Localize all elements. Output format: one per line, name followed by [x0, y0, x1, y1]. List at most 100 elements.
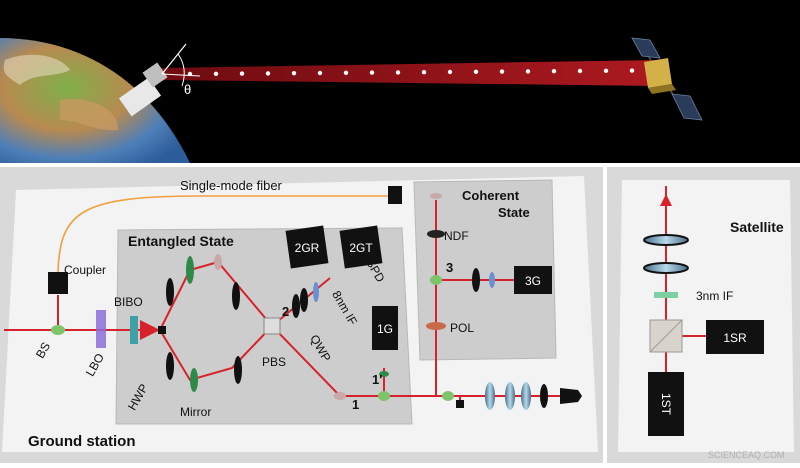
ground-labels: Single-mode fiber Coupler Entangled Stat… — [28, 178, 530, 450]
pbs-label: PBS — [262, 355, 286, 369]
photon-dot — [213, 71, 219, 77]
tele-lens-2 — [505, 382, 515, 410]
photon-dot — [473, 69, 479, 75]
beam-dump — [158, 326, 166, 334]
mirror-label: Mirror — [180, 405, 211, 419]
detector-1sr-label: 1SR — [723, 331, 747, 345]
coupler-label: Coupler — [64, 263, 106, 277]
photon-dot — [421, 70, 427, 75]
bs-path3 — [430, 275, 442, 285]
qwp-lens-2 — [300, 288, 308, 312]
pol-label: POL — [450, 321, 474, 335]
single-mode-fiber — [57, 195, 400, 273]
pbs-cube — [263, 317, 281, 335]
tele-lens-3 — [521, 382, 531, 410]
lens-c — [232, 282, 240, 310]
land-patch — [60, 99, 119, 131]
detector-1g-label: 1G — [377, 322, 393, 336]
photon-dot — [291, 71, 297, 76]
detector-2gt-box — [339, 225, 383, 269]
lens-a — [166, 278, 174, 306]
photon-dot — [447, 69, 453, 75]
photon-dot — [317, 70, 323, 76]
path-2-label: 2 — [282, 304, 289, 319]
coupler-body — [48, 272, 68, 294]
coherent-state-box — [413, 179, 557, 361]
bibo-label: BIBO — [114, 295, 143, 309]
ndf-label: NDF — [444, 229, 469, 243]
angle-arc — [177, 53, 185, 87]
detector-2gt-label: 2GT — [349, 241, 373, 255]
if-filter — [313, 282, 319, 302]
coupler-mirror — [430, 193, 442, 199]
filter-3g — [489, 272, 495, 288]
mirror-path1 — [334, 392, 346, 400]
photon-dot — [265, 71, 271, 76]
tele-lens-4 — [540, 384, 548, 408]
filter-1g — [379, 371, 389, 377]
theta-label: θ — [184, 82, 191, 97]
detector-2gr-label: 2GR — [295, 241, 320, 255]
hwp-plate — [190, 368, 198, 392]
downlink-beam — [160, 60, 660, 86]
detector-2gr-box — [285, 225, 329, 269]
sat-if-filter — [654, 292, 678, 298]
bs-1prime — [378, 391, 390, 401]
photon-dot — [525, 69, 531, 74]
fiber-end — [388, 186, 402, 204]
lbo-crystal — [96, 310, 106, 348]
detector-1st-label: 1ST — [659, 393, 673, 416]
bs-output — [442, 391, 454, 401]
satellite — [631, 37, 703, 121]
sat-pbs-diagonal — [649, 319, 683, 353]
photon-dot — [395, 70, 401, 75]
ground-detectors: 2GR 2GT 1G 3G — [285, 225, 552, 350]
coherent-label-1: Coherent — [462, 188, 520, 203]
cloud-patch — [3, 54, 71, 85]
tele-lens-1 — [485, 382, 495, 410]
qwp-lens-1 — [292, 294, 300, 318]
space-scene: θ — [0, 0, 800, 163]
optics — [48, 186, 582, 410]
lens-b — [166, 352, 174, 380]
ground-station-panel: 2GR 2GT 1G 3G Single-mode fiber Coupler … — [0, 167, 603, 463]
detector-1g-box — [372, 306, 398, 350]
bs-label: BS — [33, 340, 53, 361]
coherent-label-2: State — [498, 205, 530, 220]
detector-1sr-box — [706, 320, 764, 354]
pol-optic — [426, 322, 446, 330]
lens-d — [234, 356, 242, 384]
path-1-label: 1 — [352, 397, 359, 412]
detector-3g-label: 3G — [525, 274, 541, 288]
photon-dot — [343, 70, 349, 76]
beam-photons — [187, 68, 635, 77]
sat-lens-1 — [643, 234, 689, 246]
detector-1st-box — [648, 372, 684, 436]
photon-dot — [603, 68, 609, 74]
photon-dot — [369, 70, 375, 75]
path-1prime-label: 1' — [372, 372, 382, 387]
ndf-optic — [427, 230, 445, 238]
output-coupler — [560, 388, 582, 404]
satellite-panel: 1SR 1ST Satellite 3nm IF SCIENCEAQ.COM — [607, 167, 800, 463]
bibo-crystal — [130, 316, 138, 344]
satellite-beam-arrow — [660, 194, 672, 206]
photon-dot — [577, 68, 583, 74]
horizon-line — [161, 73, 201, 77]
fiber-label: Single-mode fiber — [180, 178, 283, 193]
sat-lens-2 — [643, 262, 689, 274]
watermark: SCIENCEAQ.COM — [708, 450, 785, 460]
ground-station-title: Ground station — [28, 433, 136, 450]
lens-3g — [472, 268, 480, 292]
mirror-upper — [186, 256, 194, 284]
ground-telescope — [118, 62, 168, 117]
entangled-label: Entangled State — [128, 233, 234, 249]
photon-dot — [629, 68, 635, 73]
sat-if-label: 3nm IF — [696, 289, 733, 303]
mirror-small — [214, 254, 222, 270]
detector-3g-box — [514, 266, 552, 294]
photon-dot — [499, 69, 505, 74]
satellite-title: Satellite — [730, 219, 784, 235]
